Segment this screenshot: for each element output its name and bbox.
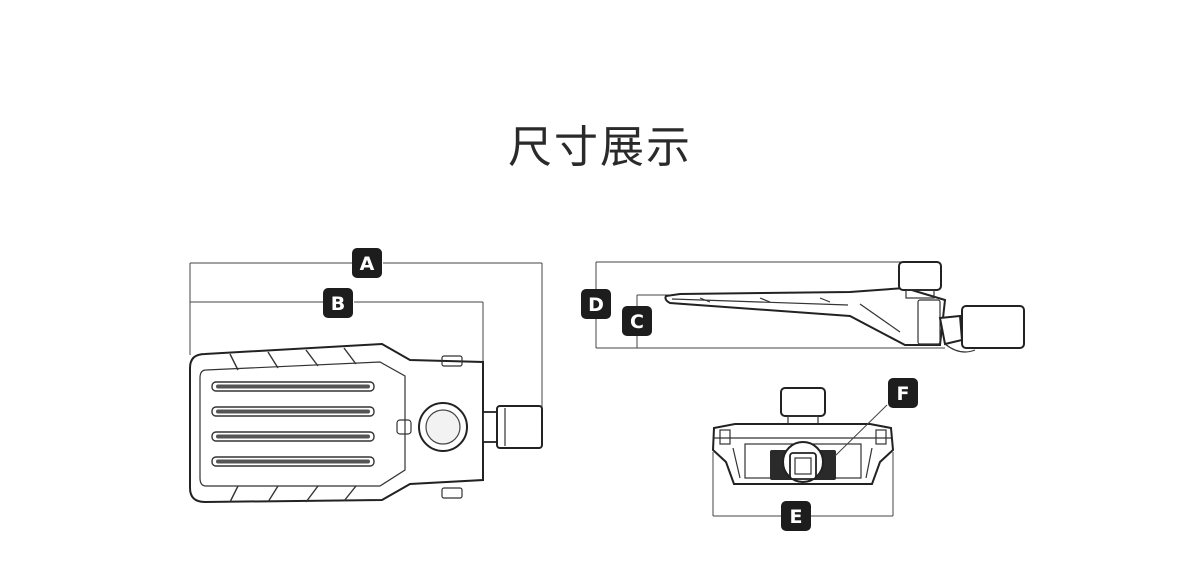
photocell-side [898, 261, 942, 291]
label-d: D [588, 294, 604, 316]
dimension-d [595, 261, 945, 349]
mounting-arm-side [961, 305, 1025, 349]
label-b-badge: B [323, 288, 353, 318]
label-b: B [331, 293, 345, 315]
front-view: F E [711, 378, 918, 531]
label-f-badge: F [888, 378, 918, 408]
label-a: A [360, 253, 375, 275]
top-view: A B [189, 248, 543, 504]
label-e: E [790, 506, 803, 528]
dimension-e [712, 452, 894, 517]
label-c-badge: C [622, 306, 652, 336]
side-view: D C [581, 261, 1025, 353]
photocell-front [780, 387, 826, 417]
dimension-a [189, 262, 543, 420]
luminaire-body-side [664, 286, 947, 346]
mounting-arm-top [482, 411, 498, 443]
page-title: 尺寸展示 [508, 122, 692, 173]
leader-f [834, 404, 888, 457]
label-e-badge: E [781, 501, 811, 531]
label-f: F [897, 383, 910, 405]
label-d-badge: D [581, 289, 611, 319]
label-a-badge: A [352, 248, 382, 278]
dimension-b [190, 301, 484, 362]
label-c: C [630, 311, 644, 333]
led-slots [211, 381, 375, 467]
